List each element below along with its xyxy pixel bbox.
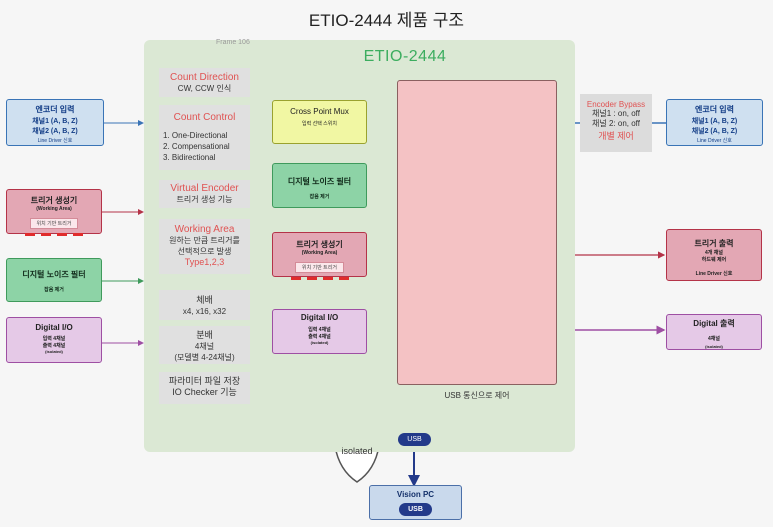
count-control-item: 2. Compensational xyxy=(163,142,230,151)
encoder-input-box: 엔코더 입력 채널1 (A, B, Z) 채널2 (A, B, Z) Line … xyxy=(6,99,104,146)
param-card: 파라미터 파일 저장 IO Checker 기능 xyxy=(159,372,250,404)
multiply-card: 체배 x4, x16, x32 xyxy=(159,290,250,320)
digital-io-inner: Digital I/O 입력 4채널 출력 4채널 (isolated) xyxy=(272,309,367,354)
usb-control-area xyxy=(397,80,557,385)
cross-point-mux: Cross Point Mux 입력 선택 스위치 xyxy=(272,100,367,144)
isolated-label: isolated xyxy=(341,446,373,456)
count-direction-card: Count Direction CW, CCW 인식 xyxy=(159,68,250,97)
noise-filter-input: 디지털 노이즈 필터 잡음 제거 xyxy=(6,258,102,302)
digital-output-box: Digital 출력 4채널 (isolated) xyxy=(666,314,762,350)
virtual-encoder-card: Virtual Encoder 트리거 생성 기능 xyxy=(159,180,250,208)
trigger-generator-input: 트리거 생성기 (Working Area) 위치 기반 트리거 xyxy=(6,189,102,236)
count-control-item: 1. One-Directional xyxy=(163,131,228,140)
usb-control-label: USB 통신으로 제어 xyxy=(444,391,510,400)
encoder-bypass-card: Encoder Bypass 채널1 : on, off 채널 2: on, o… xyxy=(580,94,652,152)
noise-filter-inner: 디지털 노이즈 필터 잡음 제거 xyxy=(272,163,367,208)
page-title: ETIO-2444 제품 구조 xyxy=(308,11,465,30)
digital-io-input: Digital I/O 입력 4채널 출력 4채널 (isolated) xyxy=(6,317,102,363)
encoder-output-box: 엔코더 입력 채널1 (A, B, Z) 채널2 (A, B, Z) Line … xyxy=(666,99,763,146)
count-control-item: 3. Bidirectional xyxy=(163,153,216,162)
working-area-card: Working Area 원하는 만큼 트리거를 선택적으로 발생 Type1,… xyxy=(159,219,250,274)
count-control-card: Count Control 1. One-Directional 2. Comp… xyxy=(159,105,250,170)
frame-title: ETIO-2444 xyxy=(363,48,447,65)
trigger-pulse-dashes xyxy=(7,233,101,236)
trigger-generator-inner: 트리거 생성기 (Working Area) 위치 기반 트리거 xyxy=(272,232,367,280)
usb-port-top: USB xyxy=(398,433,431,446)
usb-port-pc: USB xyxy=(399,503,432,516)
vision-pc-box: Vision PC USB xyxy=(369,485,462,520)
divide-card: 분배 4채널 (모델별 4-24채널) xyxy=(159,326,250,364)
frame-label: Frame 106 xyxy=(216,39,250,46)
trigger-pulse-dashes xyxy=(273,277,366,280)
trigger-output-box: 트리거 출력 4개 채널 하드웨 제어 Line Driver 신호 xyxy=(666,229,762,281)
